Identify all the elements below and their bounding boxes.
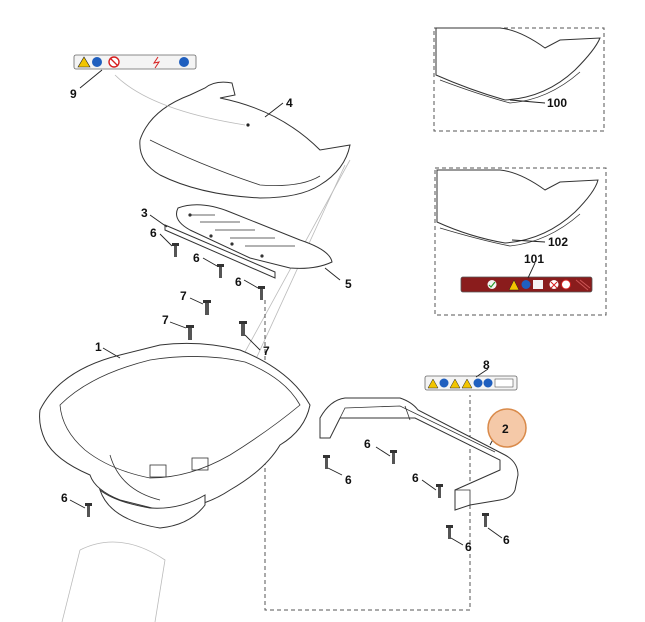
callout-100[interactable]: 100 [547, 96, 567, 110]
leader-lines [69, 69, 536, 546]
part-9-warning-decal[interactable] [73, 54, 246, 126]
callout-2[interactable]: 2 [502, 422, 509, 436]
part-2-side-bumper[interactable] [319, 397, 519, 511]
callout-6[interactable]: 6 [412, 471, 419, 485]
callout-6[interactable]: 6 [465, 540, 472, 554]
callout-6[interactable]: 6 [61, 491, 68, 505]
callout-1[interactable]: 1 [95, 340, 102, 354]
screw-7[interactable] [203, 300, 211, 315]
screw-6[interactable] [482, 513, 489, 527]
inset-box-variant-101-102 [434, 167, 607, 316]
callout-labels: 9 4 3 6 6 6 5 7 7 7 1 8 2 6 6 6 6 6 6 10… [61, 87, 568, 554]
callout-4[interactable]: 4 [286, 96, 293, 110]
screws [85, 243, 489, 539]
callout-6[interactable]: 6 [193, 251, 200, 265]
callout-6[interactable]: 6 [364, 437, 371, 451]
callout-7[interactable]: 7 [263, 344, 270, 358]
callout-6[interactable]: 6 [503, 533, 510, 547]
callout-101[interactable]: 101 [524, 252, 544, 266]
part-101-decal[interactable] [460, 276, 593, 293]
inset-box-variant-100 [433, 27, 605, 132]
screw-6[interactable] [390, 450, 397, 464]
callout-6[interactable]: 6 [150, 226, 157, 240]
part-4-top-cover[interactable] [139, 81, 351, 199]
screw-6[interactable] [436, 484, 443, 498]
callout-9[interactable]: 9 [70, 87, 77, 101]
callout-3[interactable]: 3 [141, 206, 148, 220]
callout-6[interactable]: 6 [235, 275, 242, 289]
screw-7[interactable] [186, 325, 194, 340]
screw-6[interactable] [258, 286, 265, 300]
callout-7[interactable]: 7 [180, 289, 187, 303]
callout-6[interactable]: 6 [345, 473, 352, 487]
callout-8[interactable]: 8 [483, 358, 490, 372]
screw-6[interactable] [85, 503, 92, 517]
screw-6[interactable] [446, 525, 453, 539]
callout-7[interactable]: 7 [162, 313, 169, 327]
callout-102[interactable]: 102 [548, 235, 568, 249]
screw-6[interactable] [172, 243, 179, 257]
part-1-main-housing[interactable] [39, 342, 311, 529]
screw-6[interactable] [323, 455, 330, 469]
part-2-highlight-circle[interactable] [487, 408, 527, 448]
part-5-tray-plate[interactable] [176, 204, 333, 269]
screw-6[interactable] [217, 264, 224, 278]
callout-5[interactable]: 5 [345, 277, 352, 291]
part-3-rail[interactable] [164, 224, 276, 279]
part-8-warning-decal[interactable] [424, 375, 518, 391]
screw-7[interactable] [239, 321, 247, 336]
